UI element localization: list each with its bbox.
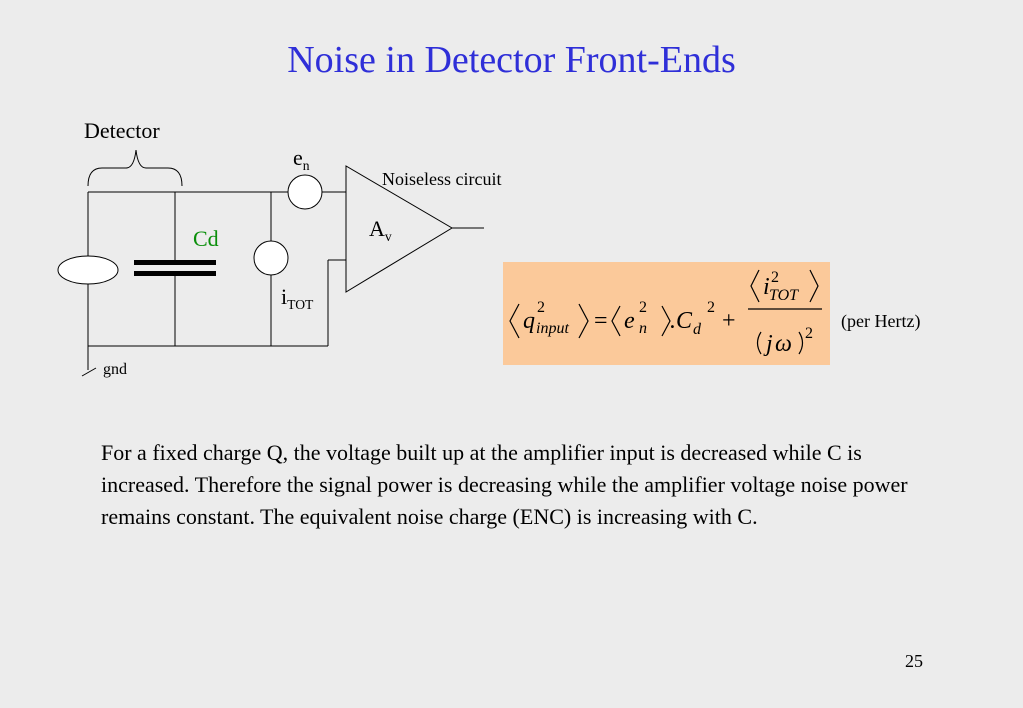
en-bracket-right <box>661 305 671 337</box>
en-base: e <box>293 145 303 170</box>
amplifier-gain-label: Av <box>369 216 392 244</box>
num-exp: 2 <box>771 269 779 286</box>
lhs-var: q <box>523 308 535 334</box>
voltage-noise-source-icon <box>287 174 323 210</box>
lhs-bracket-right <box>578 303 589 339</box>
ground-symbol <box>81 367 97 377</box>
plus-sign: + <box>722 308 736 334</box>
equals-sign: = <box>594 308 608 334</box>
detector-label: Detector <box>84 118 160 143</box>
noise-formula-box: q 2 input = e 2 n .C d 2 + i 2 TOT j ω 2 <box>503 262 830 365</box>
cd-exp: 2 <box>707 299 715 316</box>
capacitance-label: Cd <box>193 226 219 251</box>
current-noise-source-icon <box>253 240 289 276</box>
num-bracket-right <box>809 269 819 303</box>
en-sub: n <box>302 157 310 173</box>
detector-source-icon <box>57 255 119 285</box>
lhs-sub: input <box>536 320 569 337</box>
itot-base: i <box>281 284 288 309</box>
lhs-exp: 2 <box>537 299 545 316</box>
slide-title: Noise in Detector Front-Ends <box>287 39 736 81</box>
num-var: i <box>763 274 770 300</box>
cd-sub: d <box>693 321 702 338</box>
av-base: A <box>369 216 385 241</box>
en-exp: 2 <box>639 299 647 316</box>
en-bracket-left <box>611 305 621 337</box>
den-exp: 2 <box>805 325 813 342</box>
detector-brace <box>87 149 183 187</box>
capacitor-plate-bottom <box>134 271 216 276</box>
den-paren-right <box>798 331 804 355</box>
den-j: j <box>763 331 773 357</box>
explanation-paragraph: For a fixed charge Q, the voltage built … <box>101 440 908 529</box>
per-hertz-label: (per Hertz) <box>841 311 921 331</box>
noise-formula: q 2 input = e 2 n .C d 2 + i 2 TOT j ω 2 <box>509 269 822 357</box>
lhs-bracket-left <box>509 303 520 339</box>
noiseless-circuit-label: Noiseless circuit <box>382 169 502 189</box>
en-var: e <box>624 308 635 334</box>
itot-sub: TOT <box>287 296 314 312</box>
num-bracket-left <box>750 269 760 303</box>
cd-var: .C <box>670 308 693 334</box>
noise-current-label: iTOT <box>281 284 314 312</box>
ground-label: gnd <box>103 361 127 378</box>
en-sub: n <box>639 320 647 337</box>
den-paren-left <box>756 331 762 355</box>
page-number: 25 <box>905 651 923 671</box>
capacitor-plate-top <box>134 260 216 265</box>
noise-voltage-label: en <box>293 145 310 173</box>
den-omega: ω <box>775 331 792 357</box>
num-sub: TOT <box>769 287 799 304</box>
av-sub: v <box>384 228 392 244</box>
amplifier-triangle <box>345 165 453 293</box>
